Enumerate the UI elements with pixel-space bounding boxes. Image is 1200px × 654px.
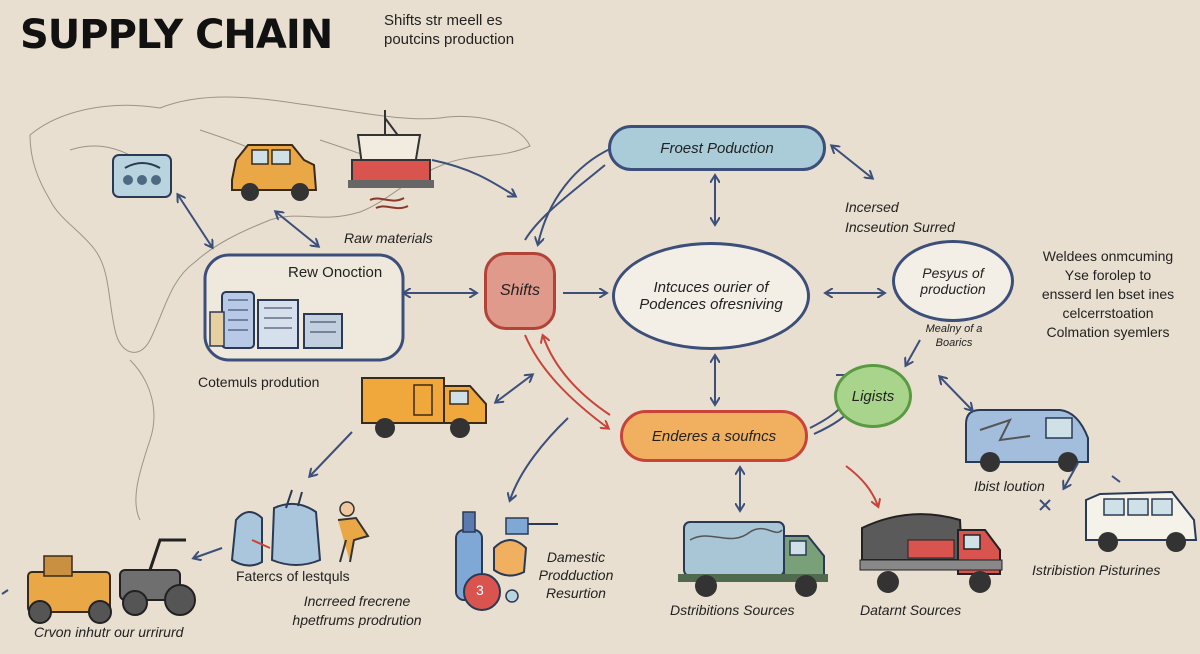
rew-onoction-label: Rew Onoction: [288, 264, 383, 281]
number-badge: [463, 573, 501, 611]
world-map-icon: [29, 96, 531, 521]
datarnt-label: Datarnt Sources: [860, 602, 962, 618]
tractor-icon: [27, 538, 196, 624]
increased-line-2: Incseution Surred: [845, 219, 955, 235]
car-icon: [231, 144, 318, 201]
dump-truck-icon: [859, 513, 1003, 593]
enderes-label: Enderes a soufncs: [651, 427, 777, 445]
bags-icon: [230, 489, 322, 567]
istribistion-label: Istribistion Pisturines: [1032, 562, 1161, 578]
ligists-node: Ligists: [834, 364, 912, 428]
pesyus-line-1: Pesyus of: [922, 265, 984, 281]
center-oval-line-1: Intcuces ourier of: [653, 279, 769, 296]
increased-label: Incersed Incseution Surred: [845, 197, 955, 237]
pesyus-line-2: production: [920, 281, 986, 297]
mealny-line-2: Boarics: [935, 337, 973, 349]
center-oval-node: Intcuces ourier of Podences ofresniving: [612, 242, 810, 350]
mealny-label: Mealny of a Boarics: [904, 322, 1004, 350]
monitor-icon: [112, 154, 172, 198]
weldees-label: Weldees onmcuming Yse forolep to ensserd…: [1020, 247, 1196, 342]
fatercs-label: Fatercs of lestquls: [236, 568, 350, 584]
center-oval-line-2: Podences ofresniving: [639, 296, 783, 313]
weldees-line-4: celcerrstoation: [1062, 305, 1154, 321]
subtitle-line-1: Shifts str meell es: [384, 12, 503, 29]
ligists-label: Ligists: [851, 387, 895, 405]
crvon-label: Crvon inhutr our urrirurd: [34, 624, 184, 640]
red-arrows: [524, 335, 878, 506]
ibist-label: Ibist loution: [974, 478, 1045, 494]
shifts-label: Shifts: [499, 282, 540, 299]
page-subtitle: Shifts str meell es poutcins production: [384, 11, 514, 49]
truck-icon: [678, 521, 828, 597]
raw-materials-label: Raw materials: [344, 230, 433, 246]
weldees-line-5: Colmation syemlers: [1046, 324, 1170, 340]
van-icon: [965, 409, 1089, 472]
worker-icon: [337, 501, 370, 563]
page-title: SUPPLY CHAIN: [20, 12, 333, 58]
building-icon: [209, 291, 343, 349]
enderes-node: Enderes a soufncs: [620, 410, 808, 462]
pesyus-node: Pesyus of production: [892, 240, 1014, 322]
incrreed-line-2: hpetfrums prodrution: [292, 612, 422, 628]
incrreed-line-1: Incrreed frecrene: [303, 593, 411, 609]
shifts-node: Shifts: [484, 252, 556, 330]
cotemuls-label: Cotemuls prodution: [198, 374, 320, 390]
damestic-line-2: Prodduction: [538, 567, 614, 583]
weldees-line-3: ensserd len bset ines: [1041, 286, 1175, 302]
suv-icon: [1039, 475, 1198, 552]
dstribitions-label: Dstribitions Sources: [670, 602, 795, 618]
weldees-line-1: Weldees onmcuming: [1042, 248, 1174, 264]
damestic-line-3: Resurtion: [546, 585, 606, 601]
weldees-line-2: Yse forolep to: [1064, 267, 1152, 283]
increased-line-1: Incersed: [845, 199, 899, 215]
box-truck-icon: [361, 377, 487, 438]
damestic-label: Damestic Prodduction Resurtion: [526, 548, 626, 602]
boat-icon: [348, 110, 434, 210]
damestic-line-1: Damestic: [546, 549, 606, 565]
badge-number: 3: [476, 582, 484, 598]
froest-production-node: Froest Poduction: [608, 125, 826, 171]
bottles-icon: [455, 511, 558, 603]
froest-production-label: Froest Poduction: [660, 139, 774, 157]
incrreed-label: Incrreed frecrene hpetfrums prodrution: [272, 592, 442, 630]
subtitle-line-2: poutcins production: [384, 31, 515, 48]
mealny-line-1: Mealny of a: [925, 323, 983, 335]
